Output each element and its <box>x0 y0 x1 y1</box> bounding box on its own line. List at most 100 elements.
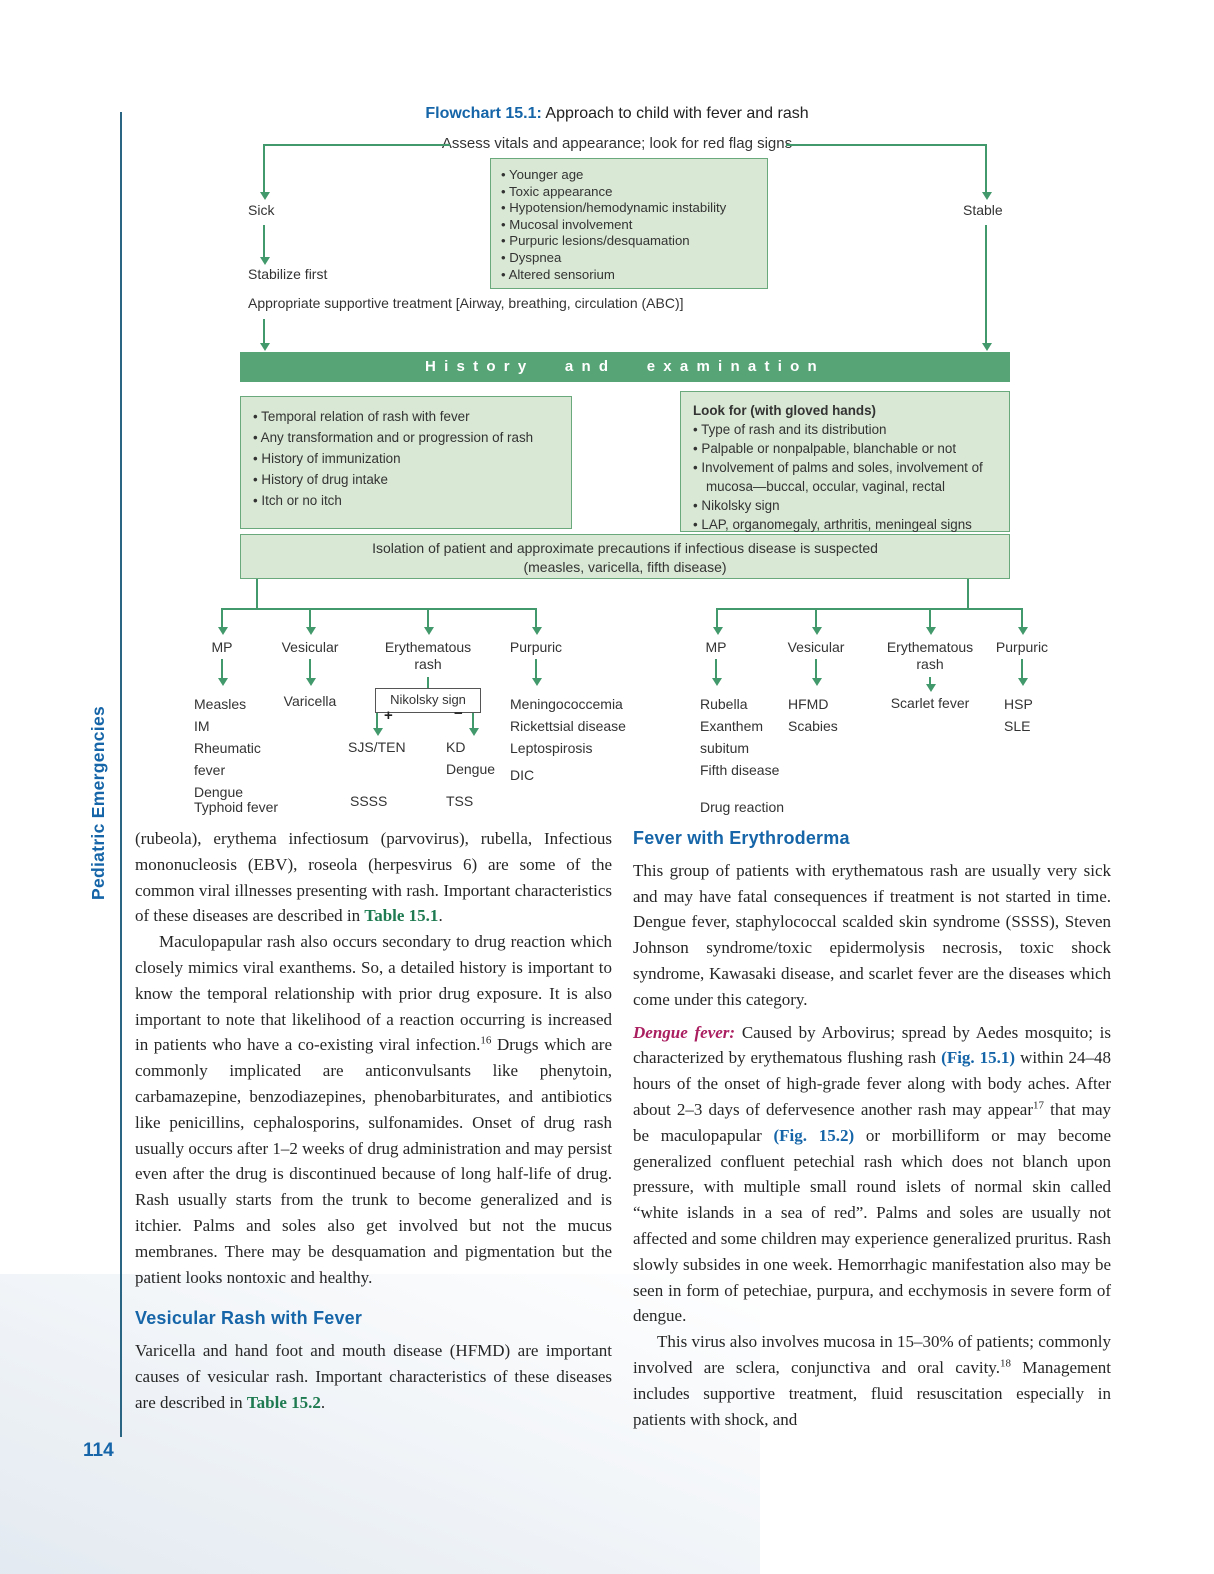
text-segment: (Fig. 15.1) <box>941 1048 1016 1068</box>
text-segment: . <box>438 906 443 926</box>
dic-label: DIC <box>510 767 535 783</box>
connector-line <box>815 608 817 628</box>
assess-vitals-label: Assess vitals and appearance; look for r… <box>441 135 793 152</box>
bullet-item: Toxic appearance <box>501 184 757 201</box>
text-segment: This virus also involves mucosa in 15–30… <box>633 1332 1111 1377</box>
left-mp-label: MP <box>211 639 233 655</box>
arrow-down-icon <box>982 192 992 200</box>
isolation-line1: Isolation of patient and approximate pre… <box>372 540 878 556</box>
arrow-down-icon <box>713 627 723 635</box>
nikolsky-negative-sign: − <box>454 705 463 722</box>
text-segment: 16 <box>480 1034 492 1047</box>
paragraph: Maculopapular rash also occurs secondary… <box>135 929 612 1290</box>
arrow-down-icon <box>373 728 383 736</box>
connector-line <box>535 659 537 679</box>
red-flag-list: Younger ageToxic appearanceHypotension/h… <box>501 167 757 283</box>
text-segment: 17 <box>1033 1099 1045 1112</box>
arrow-down-icon <box>260 343 270 351</box>
connector-line <box>815 659 817 679</box>
bullet-item: Hypotension/hemodynamic instability <box>501 200 757 217</box>
text-segment: (rubeola), erythema infectiosum (parvovi… <box>135 829 612 926</box>
arrow-down-icon <box>1018 627 1028 635</box>
flowchart-title: Flowchart 15.1: Approach to child with f… <box>120 105 1114 123</box>
connector-line <box>221 659 223 679</box>
right-mp-label: MP <box>705 639 727 655</box>
text-segment: This group of patients with erythematous… <box>633 860 1111 1009</box>
connector-line <box>1021 659 1023 679</box>
arrow-down-icon <box>1018 678 1028 686</box>
bullet-item: Itch or no itch <box>253 490 559 511</box>
page-number: 114 <box>83 1440 114 1461</box>
connector-line <box>263 319 265 344</box>
bullet-item: Involvement of palms and soles, involvem… <box>693 458 997 496</box>
connector-line <box>716 608 718 628</box>
flowchart-title-text: Approach to child with fever and rash <box>541 105 809 122</box>
arrow-down-icon <box>424 627 434 635</box>
red-flag-signs-box: Younger ageToxic appearanceHypotension/h… <box>490 158 768 289</box>
connector-line <box>376 713 378 729</box>
text-segment: Caused by Arbovirus; spread by Aedes mos… <box>633 1022 1111 1068</box>
left-mp-diseases: Measles IM Rheumatic fever Dengue <box>194 696 261 800</box>
section-heading-fever-erythroderma: Fever with Erythroderma <box>633 828 850 848</box>
flowchart-title-label: Flowchart 15.1: <box>425 105 542 122</box>
connector-line <box>263 144 265 192</box>
connector-line <box>427 608 429 628</box>
varicella-label: Varicella <box>283 693 337 709</box>
stabilize-first-label: Stabilize first <box>248 266 328 282</box>
arrow-down-icon <box>982 343 992 351</box>
sick-label: Sick <box>248 202 275 218</box>
nikolsky-sign-box: Nikolsky sign <box>375 688 481 713</box>
right-vesicular-label: Vesicular <box>787 639 845 655</box>
connector-line <box>929 677 931 685</box>
connector-line <box>472 713 474 729</box>
right-purpuric-label: Purpuric <box>995 639 1049 655</box>
connector-line <box>985 144 987 192</box>
left-erythematous-label: Erythematous rash <box>384 639 472 672</box>
connector-line <box>716 608 1023 610</box>
paragraph: This virus also involves mucosa in 15–30… <box>633 1329 1111 1432</box>
right-column: Fever with Erythroderma This group of pa… <box>633 826 1111 1432</box>
typhoid-fever-label: Typhoid fever <box>194 799 279 815</box>
paragraph: This group of patients with erythematous… <box>633 858 1111 1013</box>
text-segment: . <box>320 1392 326 1412</box>
sjs-ten-label: SJS/TEN <box>348 739 406 755</box>
text-segment: that may be maculopapular <box>633 1099 1111 1145</box>
bullet-item: Purpuric lesions/desquamation <box>501 233 757 250</box>
look-for-box: Look for (with gloved hands) Type of ras… <box>680 391 1010 532</box>
arrow-down-icon <box>218 678 228 686</box>
text-segment: Management includes supportive treatment… <box>633 1357 1112 1429</box>
kd-dengue-label: Dengue <box>446 761 496 777</box>
left-purpuric-label: Purpuric <box>509 639 563 655</box>
paragraph: Dengue fever: Caused by Arbovirus; sprea… <box>633 1020 1111 1330</box>
nikolsky-positive-sign: + <box>384 707 393 724</box>
history-points-box: Temporal relation of rash with feverAny … <box>240 396 572 529</box>
stable-label: Stable <box>963 202 1003 218</box>
bullet-item: Any transformation and or progression of… <box>253 427 559 448</box>
text-segment: Maculopapular rash also occurs secondary… <box>135 932 612 1055</box>
arrow-down-icon <box>469 728 479 736</box>
right-erythematous-label: Erythematous rash <box>886 639 974 672</box>
connector-line <box>221 608 223 628</box>
bullet-item: Type of rash and its distribution <box>693 420 997 439</box>
connector-line <box>221 608 537 610</box>
right-purpuric-diseases: HSP SLE <box>1004 696 1033 734</box>
connector-line <box>1021 608 1023 628</box>
text-segment: (Fig. 15.2) <box>773 1125 855 1145</box>
arrow-down-icon <box>926 684 936 692</box>
connector-line <box>967 579 969 609</box>
arrow-down-icon <box>712 678 722 686</box>
connector-line <box>256 579 258 609</box>
text-segment: Table 15.2 <box>246 1392 321 1412</box>
arrow-down-icon <box>812 627 822 635</box>
bullet-item: Dyspnea <box>501 250 757 267</box>
left-column: (rubeola), erythema infectiosum (parvovi… <box>135 826 612 1432</box>
sidebar-rule <box>120 112 122 1437</box>
text-segment: Dengue fever: <box>633 1022 736 1042</box>
paragraph: Varicella and hand foot and mouth diseas… <box>135 1338 612 1415</box>
bullet-item: Younger age <box>501 167 757 184</box>
arrow-down-icon <box>812 678 822 686</box>
connector-line <box>309 659 311 679</box>
ssss-label: SSSS <box>350 793 388 809</box>
bullet-item: Palpable or nonpalpable, blanchable or n… <box>693 439 997 458</box>
